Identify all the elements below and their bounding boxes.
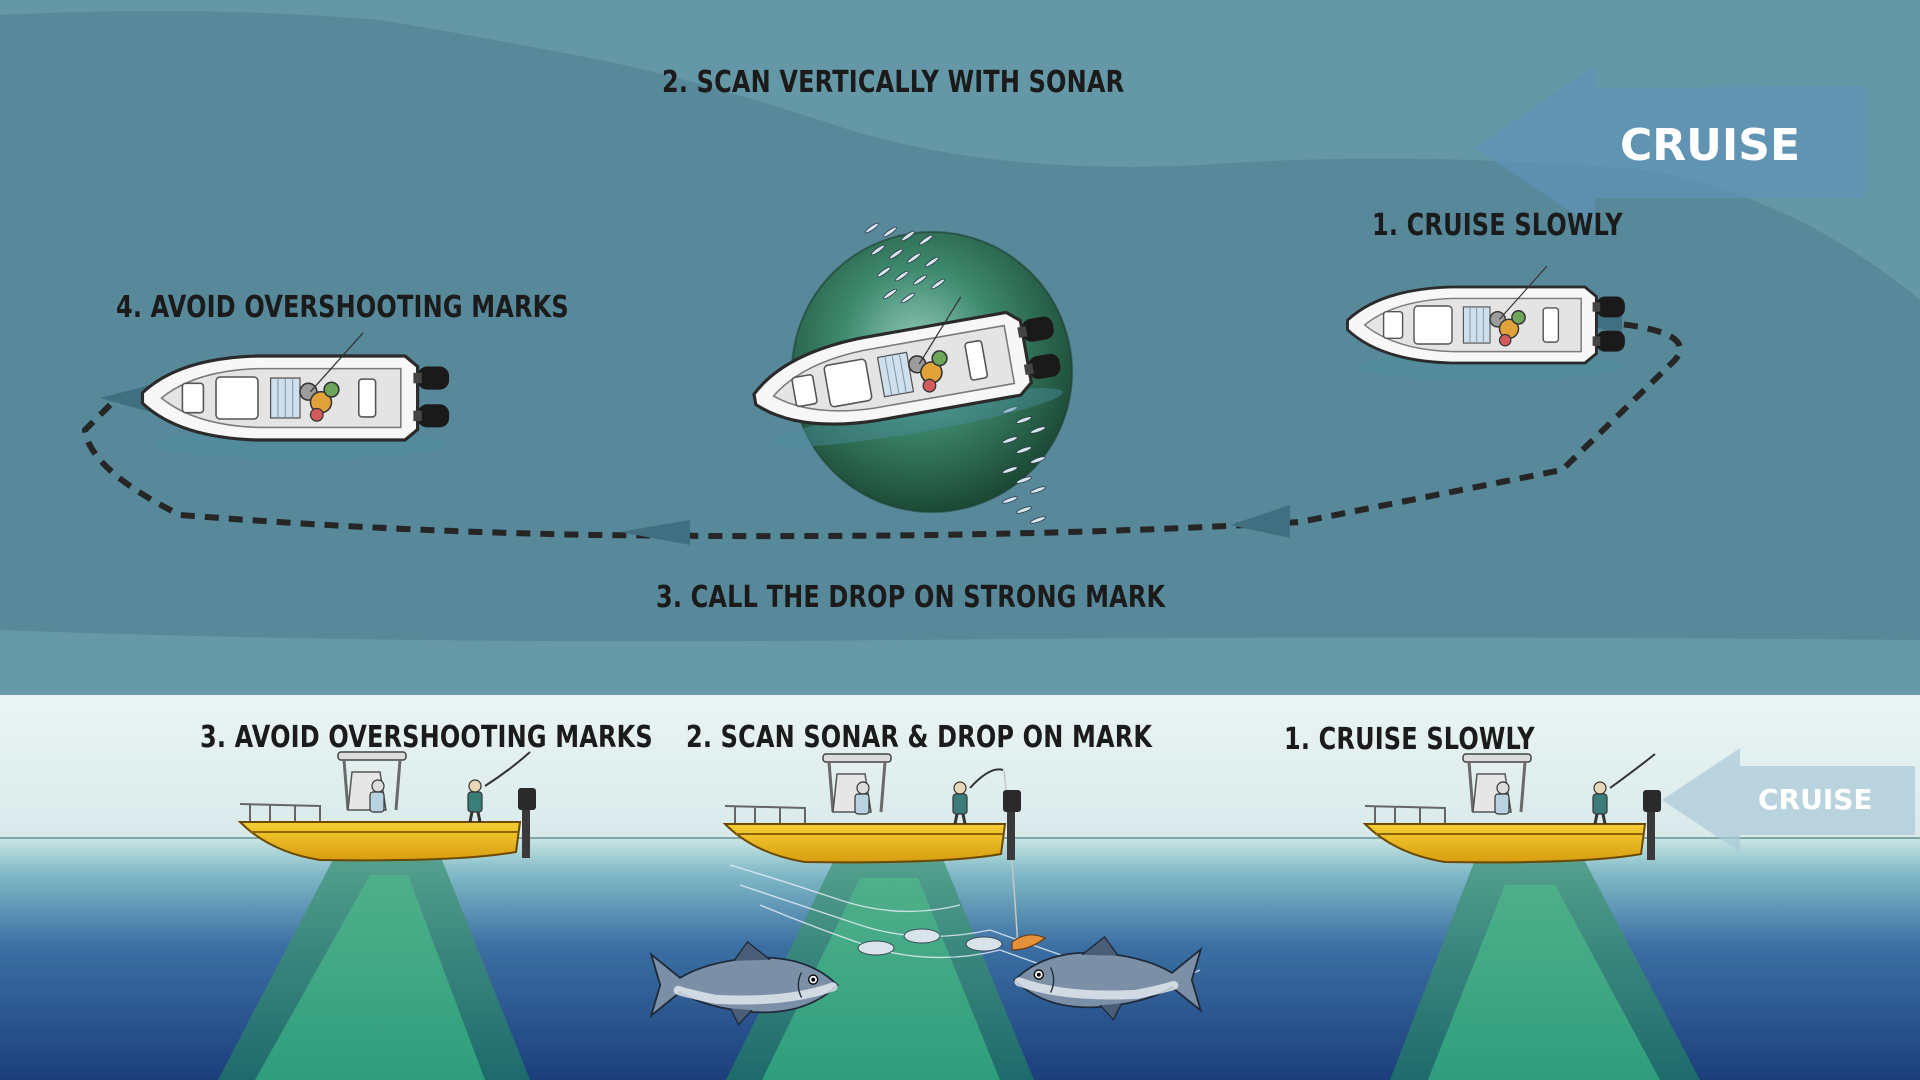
top-step-2-label: 2. SCAN VERTICALLY WITH SONAR [662,65,1124,100]
side-step-2-label: 2. SCAN SONAR & DROP ON MARK [686,720,1152,755]
side-step-1-label: 1. CRUISE SLOWLY [1284,722,1535,757]
side-step-3-label: 3. AVOID OVERSHOOTING MARKS [200,720,653,755]
top-cruise-label: CRUISE [1620,120,1800,171]
side-cruise-label: CRUISE [1758,783,1873,816]
top-step-4-label: 4. AVOID OVERSHOOTING MARKS [116,290,569,325]
top-step-3-label: 3. CALL THE DROP ON STRONG MARK [656,580,1165,615]
sea-light-band-bottom [0,630,1920,695]
top-step-1-label: 1. CRUISE SLOWLY [1372,208,1623,243]
sky-background [0,695,1920,840]
